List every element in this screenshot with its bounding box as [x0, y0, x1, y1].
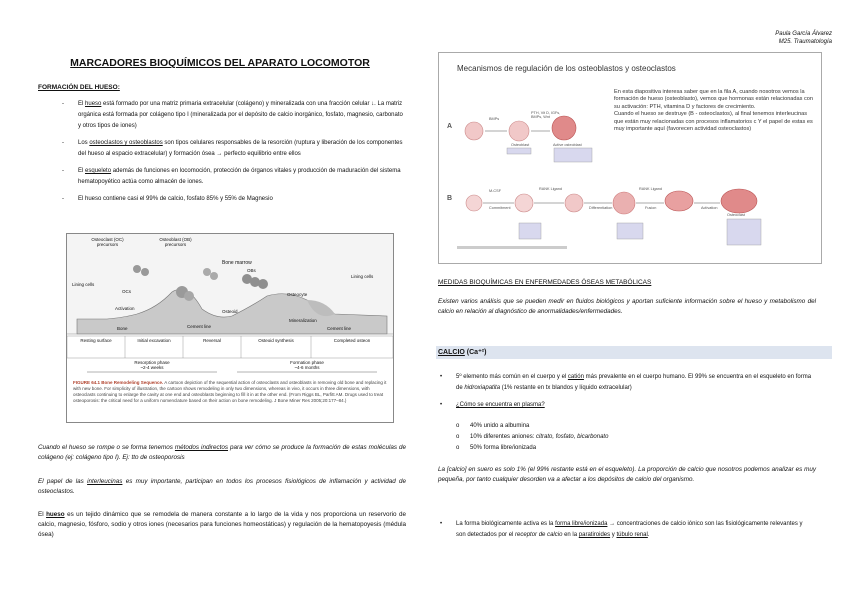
- bone-remodeling-illustration: [67, 234, 393, 373]
- resorption-phase: Resorption phase ~2-4 weeks: [134, 360, 170, 370]
- phase-3: Reversal: [203, 338, 221, 343]
- section-heading-formacion: FORMACIÓN DEL HUESO:: [38, 84, 120, 91]
- list-item: Los osteoclastos y osteoblastos son tipo…: [62, 138, 404, 160]
- label-lining-cells: Lining cells: [72, 282, 95, 287]
- list-item: 50% forma libre/ionizada: [440, 443, 812, 454]
- list-item: 5º elemento más común en el cuerpo y el …: [440, 372, 812, 394]
- paragraph-interleucinas: El papel de las interleucinas es muy imp…: [38, 478, 406, 495]
- paragraph-calcio-serico: La [calcio] en suero es solo 1% (el 99% …: [438, 466, 816, 483]
- list-item: El esqueleto además de funciones en loco…: [62, 166, 404, 188]
- paragraph-medidas: Existen varios análisis que se pueden me…: [438, 298, 816, 315]
- author-course: M25. Traumatología: [778, 39, 832, 45]
- label-obs: OBs: [247, 268, 256, 273]
- slide-label-osteoclast: Osteoclast: [727, 213, 745, 217]
- author-name: Paula García Álvarez: [775, 31, 832, 37]
- slide-label-rankl-1: RANK Ligand: [539, 187, 563, 191]
- bullet-list-forma-activa: La forma biológicamente activa es la for…: [440, 519, 812, 547]
- label-bone: Bone: [117, 326, 128, 331]
- bullet-list-calcio: 5º elemento más común en el cuerpo y el …: [440, 372, 812, 411]
- bone-remodeling-figure: Osteoclast (OC) precursors Osteoblast (O…: [66, 233, 394, 423]
- bullet-list-formacion: El hueso está formado por una matriz pri…: [62, 99, 404, 211]
- figure-caption: FIGURE 64.1 Bone Remodeling Sequence. A …: [73, 380, 387, 403]
- list-item: El hueso contiene casi el 99% de calcio,…: [62, 194, 404, 205]
- calcio-highlight-bar: CALCIO (Ca⁺²): [436, 346, 832, 359]
- phase-5: Completed osteon: [333, 338, 371, 343]
- label-ocs: OCs: [122, 289, 131, 294]
- list-item: 40% unido a albumina: [440, 421, 812, 432]
- paragraph-hueso: El hueso es un tejido dinámico que se re…: [38, 511, 406, 538]
- list-item: El hueso está formado por una matriz pri…: [62, 99, 404, 132]
- label-osteocyte: Osteocyte: [287, 292, 308, 297]
- page-title: MARCADORES BIOQUÍMICOS DEL APARATO LOCOM…: [70, 57, 370, 69]
- label-osteoid: Osteoid: [222, 309, 238, 314]
- label-cement-line-2: Cement line: [327, 326, 352, 331]
- list-item: ¿Cómo se encuentra en plasma?: [440, 400, 812, 411]
- label-bone-marrow: Bone marrow: [222, 260, 252, 266]
- slide-label-differentiation: Differentiation: [589, 206, 613, 210]
- slide-diagram: [457, 115, 762, 249]
- label-activation: Activation: [115, 306, 135, 311]
- slide-label-pth: PTH, Vit D, IGFs, BMPs, Wnt: [531, 111, 561, 119]
- phase-4: Osteoid synthesis: [258, 338, 294, 343]
- author-block: Paula García Álvarez M25. Traumatología: [775, 30, 832, 46]
- label-ob-precursors: Osteoblast (OB) precursors: [159, 237, 192, 247]
- phase-2: Initial excavation: [137, 338, 171, 343]
- label-mineralization: Mineralization: [289, 318, 317, 323]
- list-item: 10% diferentes aniones: citrato, fosfato…: [440, 432, 812, 443]
- calcio-heading: CALCIO (Ca⁺²): [438, 349, 487, 356]
- slide-label-active-osteoblast: Active osteoblast: [553, 143, 582, 147]
- list-item: La forma biológicamente activa es la for…: [440, 519, 812, 541]
- slide-title: Mecanismos de regulación de los osteobla…: [457, 64, 676, 73]
- label-lining-cells-2: Lining cells: [351, 274, 374, 279]
- slide-row-a: A: [447, 123, 453, 130]
- slide-row-b: B: [447, 195, 453, 202]
- section-heading-medidas: MEDIDAS BIOQUÍMICAS EN ENFERMEDADES ÓSEA…: [438, 279, 652, 286]
- slide-label-bmps: BMPs: [489, 117, 500, 121]
- slide-image: Mecanismos de regulación de los osteobla…: [438, 52, 822, 264]
- label-oc-precursors: Osteoclast (OC) precursors: [91, 237, 124, 247]
- slide-label-activation: Activation: [701, 206, 718, 210]
- formation-phase: Formation phase ~4-6 months: [290, 360, 324, 370]
- slide-label-rankl-2: RANK Ligand: [639, 187, 663, 191]
- paragraph-metodos: Cuando el hueso se rompe o se forma tene…: [38, 444, 406, 461]
- slide-label-fusion: Fusion: [645, 206, 657, 210]
- slide-label-osteoblast: Osteoblast: [511, 143, 530, 147]
- phase-1: Resting surface: [80, 338, 112, 343]
- slide-label-commitment: Commitment: [489, 206, 511, 210]
- slide-label-mcsf: M-CSF: [489, 189, 502, 193]
- sublist-plasma: 40% unido a albumina 10% diferentes anio…: [440, 421, 812, 454]
- label-cement-line: Cement line: [187, 324, 212, 329]
- slide-text: En esta diapositiva interesa saber que e…: [614, 89, 814, 133]
